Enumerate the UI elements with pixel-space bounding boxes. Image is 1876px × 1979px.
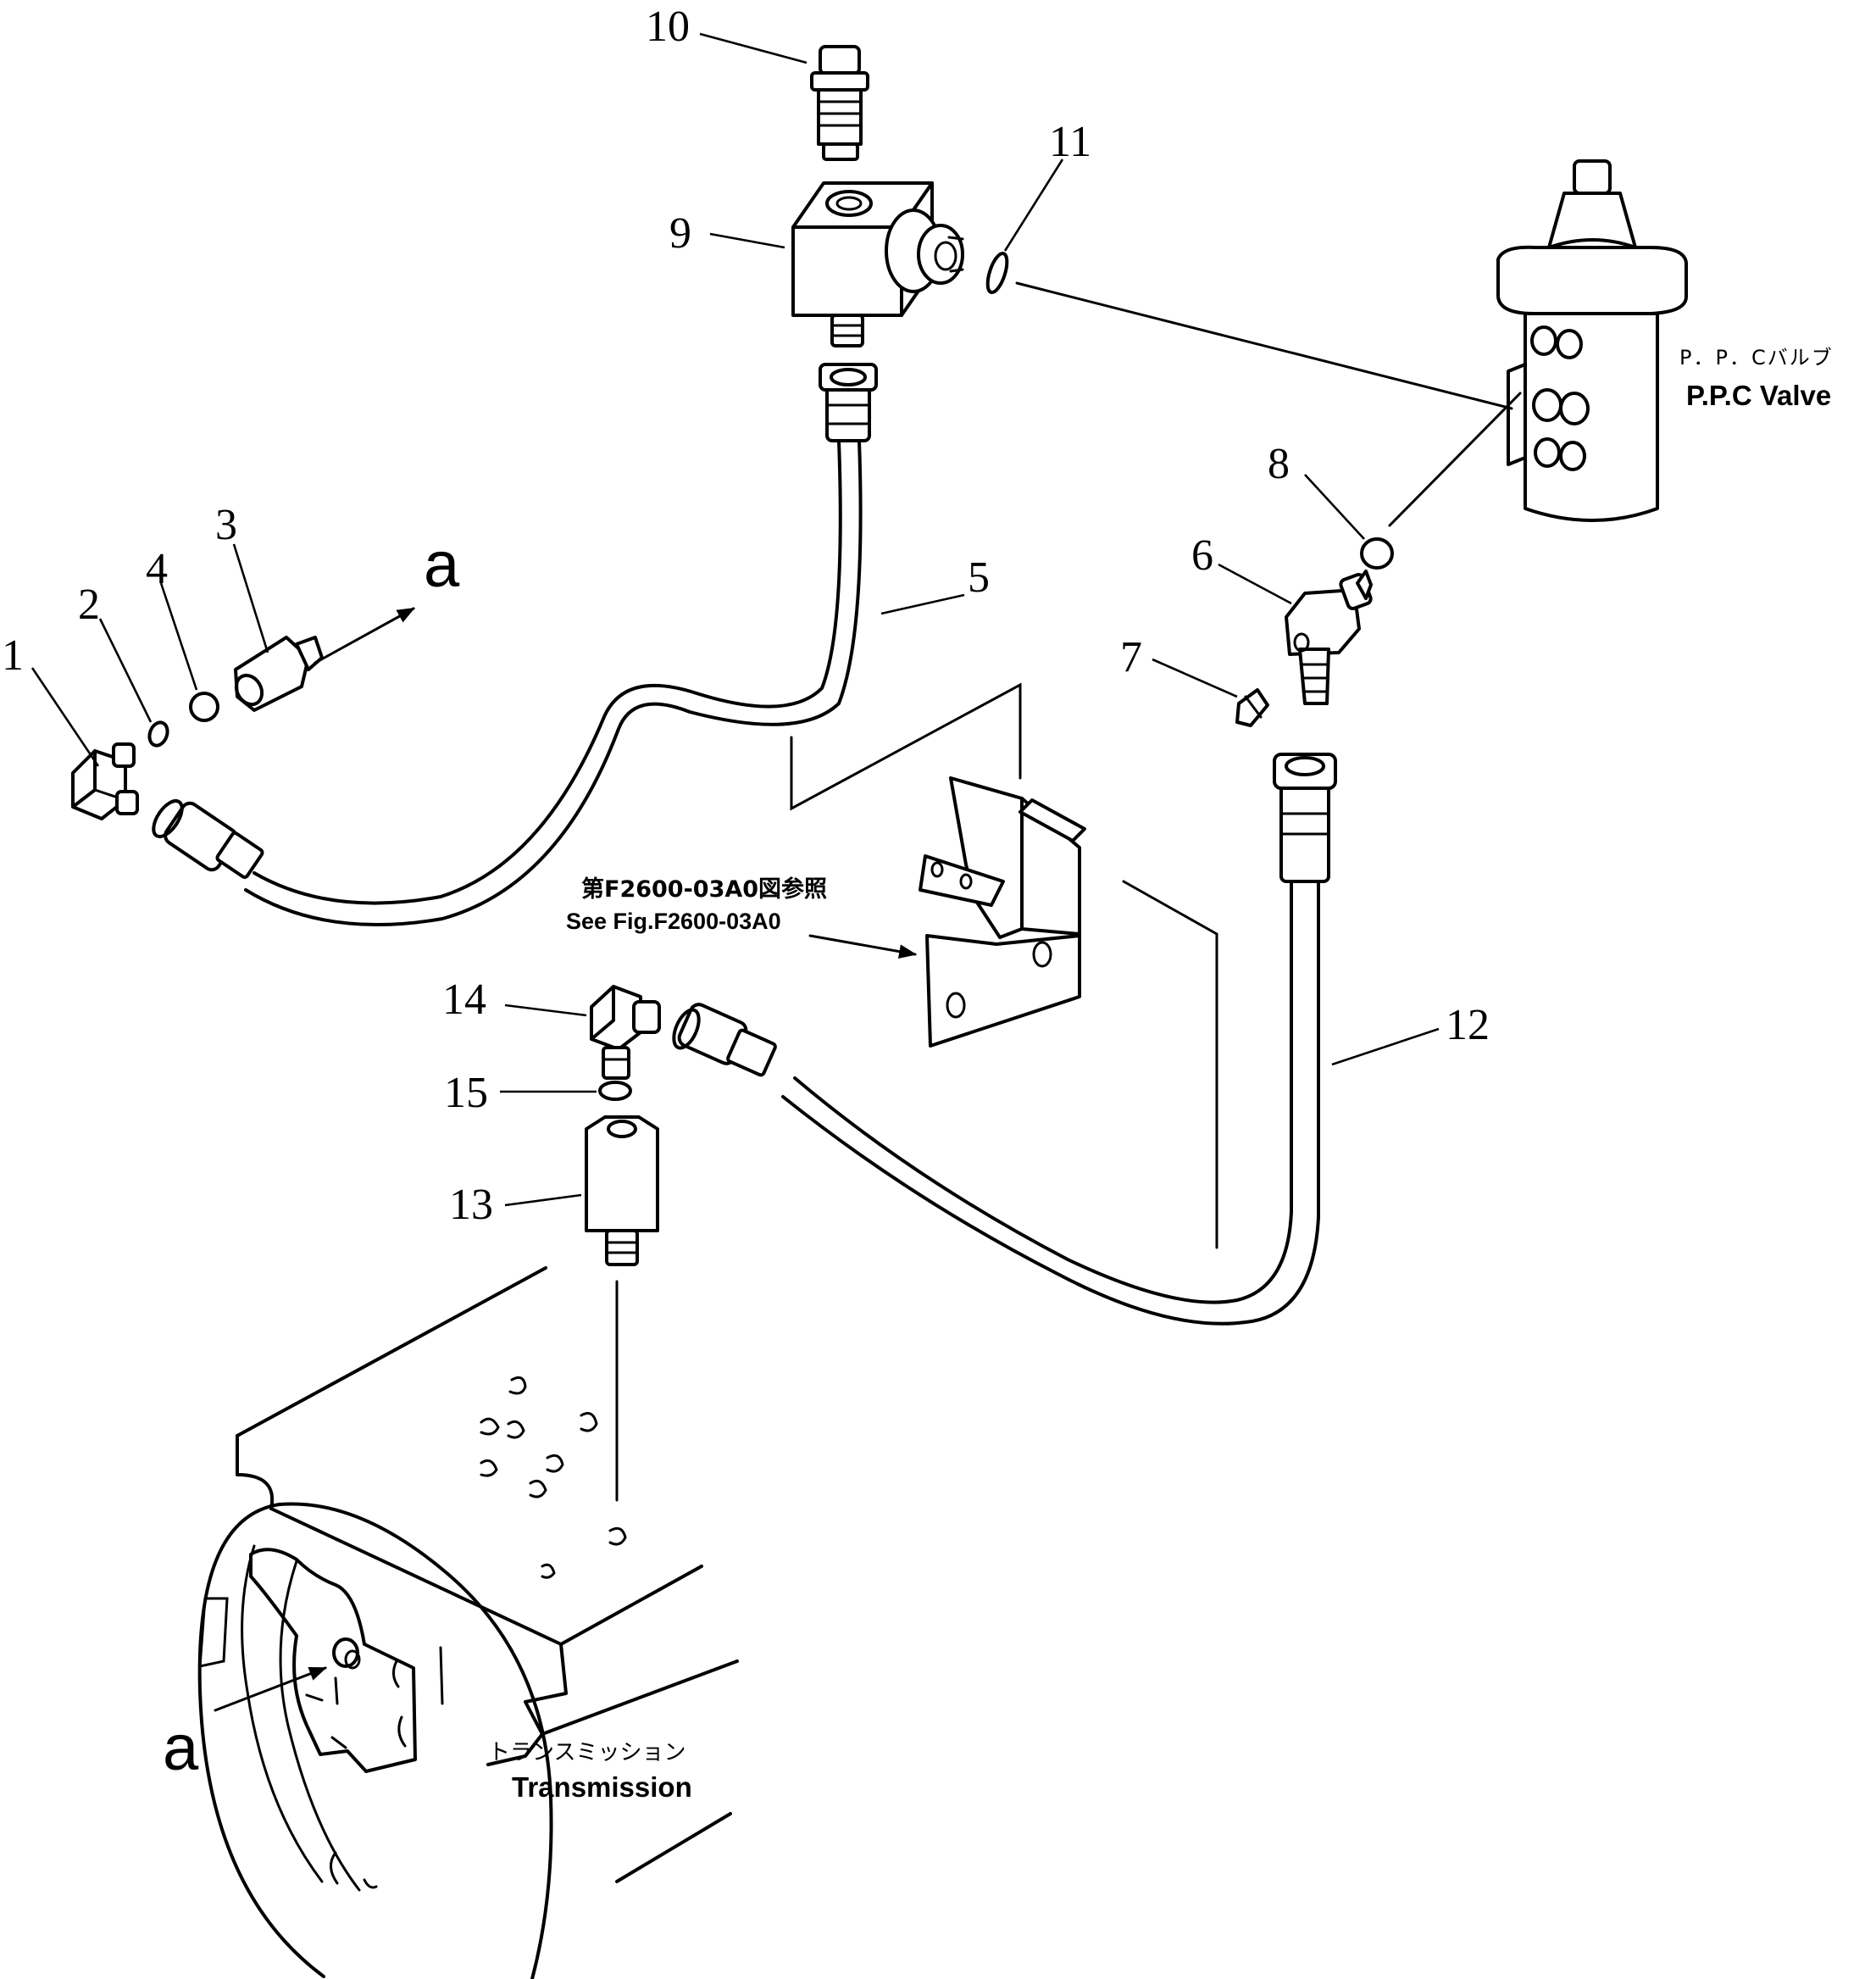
part-4-o-ring: [189, 692, 219, 722]
part-6-elbow: [1285, 570, 1373, 705]
reference-label-en: See Fig.F2600-03A0: [566, 909, 781, 934]
callout-12: 12: [1446, 1001, 1490, 1049]
callout-3: 3: [215, 501, 237, 549]
transmission-label-jp: トランスミッション: [488, 1740, 685, 1765]
part-7-nipple: [1235, 688, 1269, 727]
ppc-valve-label-en: P.P.C Valve: [1686, 380, 1831, 411]
ppc-valve: [1496, 159, 1688, 522]
callout-5: 5: [968, 553, 990, 602]
callout-1: 1: [2, 631, 24, 680]
callout-7: 7: [1120, 633, 1142, 681]
callout-4: 4: [146, 545, 168, 593]
connection-mark-bottom: a: [163, 1712, 199, 1784]
callout-8: 8: [1268, 440, 1290, 488]
connection-lines: [214, 281, 1522, 1712]
part-12-hose: [672, 753, 1337, 1326]
part-10-valve: [810, 45, 869, 161]
callout-2: 2: [78, 581, 100, 629]
part-11-o-ring: [985, 252, 1009, 294]
callout-14: 14: [442, 976, 486, 1024]
ppc-valve-label-jp: P．P．Cバルブ: [1679, 346, 1834, 370]
part-2-o-ring: [147, 720, 169, 748]
bracket: [919, 776, 1086, 1048]
part-15-o-ring: [598, 1081, 632, 1101]
part-13-spacer: [585, 1115, 659, 1266]
callout-9: 9: [669, 209, 691, 258]
callout-13: 13: [449, 1181, 493, 1229]
connection-mark-top: a: [424, 529, 460, 601]
callout-15: 15: [444, 1069, 488, 1117]
reference-label-jp: 第F2600-03A0図参照: [581, 876, 827, 903]
transmission-label-en: Transmission: [512, 1771, 692, 1803]
callout-6: 6: [1191, 531, 1213, 580]
callout-11: 11: [1049, 118, 1091, 166]
callout-leaders: [31, 32, 1440, 1207]
bracket-outline-lines: [790, 682, 1218, 1249]
transmission: [197, 1266, 739, 1979]
part-1-elbow: [71, 742, 139, 820]
part-9-block: [791, 181, 964, 347]
part-14-elbow: [590, 985, 661, 1080]
part-3-adapter: [234, 636, 324, 712]
part-5-hose: [152, 363, 878, 926]
callout-10: 10: [646, 3, 690, 51]
part-8-o-ring: [1360, 537, 1394, 570]
